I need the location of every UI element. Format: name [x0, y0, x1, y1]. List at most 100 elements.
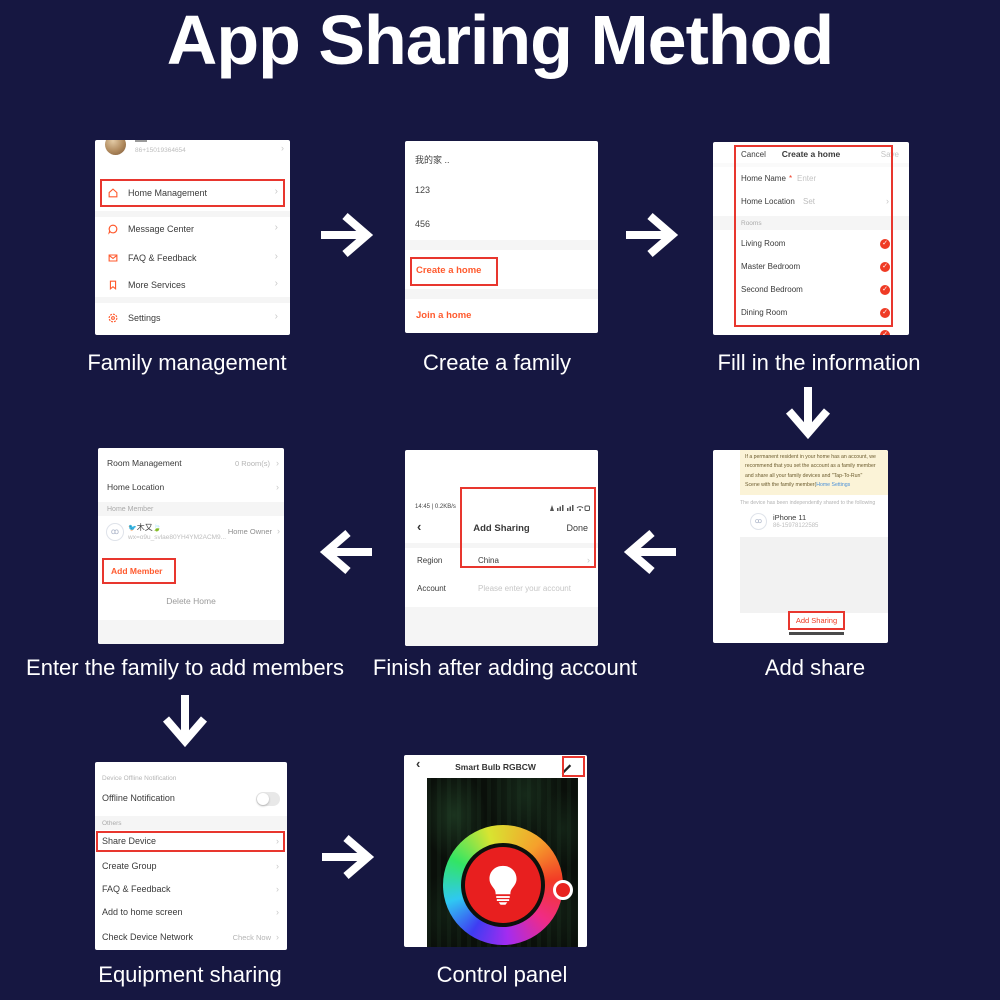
region-value: China [478, 556, 499, 565]
home-name-row[interactable]: Home Name * Enter [713, 174, 909, 188]
home-location-label: Home Location [107, 482, 165, 492]
arrow-right-2 [626, 212, 679, 258]
share-device-label: Share Device [102, 836, 157, 846]
account-row[interactable]: Account Please enter your account [405, 584, 598, 598]
create-group-row[interactable]: Create Group › [95, 861, 287, 875]
check-icon: ✓ [880, 330, 890, 335]
separator [98, 620, 284, 644]
separator [405, 240, 598, 250]
home-location-row[interactable]: Home Location › [98, 482, 284, 496]
room-management-label: Room Management [107, 458, 182, 468]
room-management-row[interactable]: Room Management 0 Room(s) › [98, 458, 284, 472]
check-icon[interactable]: ✓ [880, 308, 890, 318]
home-item-123[interactable]: 123 [415, 185, 431, 195]
create-home-button[interactable]: Create a home [416, 265, 482, 276]
room-row-master[interactable]: Master Bedroom ✓ [713, 262, 909, 274]
bulb-screen [427, 778, 578, 947]
menu-label: More Services [128, 280, 186, 290]
home-member-header: Home Member [98, 502, 284, 516]
edit-pencil-icon[interactable] [560, 761, 573, 774]
region-row[interactable]: Region China › [405, 555, 598, 570]
create-group-label: Create Group [102, 861, 157, 871]
panel-add-members: Room Management 0 Room(s) › Home Locatio… [98, 448, 284, 644]
caption-add-share: Add share [764, 655, 866, 680]
chevron-right-icon: › [276, 482, 279, 492]
chevron-right-icon: › [587, 555, 590, 565]
room-label: Master Bedroom [741, 262, 801, 271]
menu-item-settings[interactable]: Settings › [95, 310, 290, 326]
wheel-handle[interactable] [553, 880, 573, 900]
menu-item-more-services[interactable]: More Services › [95, 277, 290, 293]
home-location-row[interactable]: Home Location Set › [713, 196, 909, 211]
back-icon[interactable]: ‹ [417, 519, 422, 534]
chevron-right-icon: › [276, 907, 279, 917]
required-asterisk: * [789, 174, 793, 183]
shared-device-row[interactable]: ꝏ iPhone 11 86-15978122585 [740, 510, 888, 534]
member-row[interactable]: ꝏ 🐦木又🍃 wx=o9u_svlae80YH4YM2ACM9... Home … [98, 520, 284, 546]
check-icon[interactable]: ✓ [880, 239, 890, 249]
member-avatar: ꝏ [106, 523, 124, 541]
separator [405, 607, 598, 646]
check-network-row[interactable]: Check Device Network Check Now › [95, 932, 287, 946]
add-home-screen-row[interactable]: Add to home screen › [95, 907, 287, 921]
chevron-right-icon: › [274, 278, 278, 289]
delete-home-button[interactable]: Delete Home [166, 596, 216, 606]
member-role: Home Owner [227, 527, 272, 536]
panel-add-share: If a permanent resident in your home has… [713, 450, 888, 643]
page-title: App Sharing Method [166, 1, 834, 79]
add-sharing-button[interactable]: Add Sharing [795, 616, 838, 625]
separator [95, 211, 290, 217]
join-home-button[interactable]: Join a home [416, 310, 472, 321]
chevron-right-icon: › [276, 932, 279, 942]
chevron-right-icon: › [886, 196, 889, 206]
menu-label: Home Management [128, 188, 208, 198]
highlight-share-device [96, 831, 285, 852]
caption-family-management: Family management [87, 350, 287, 375]
cancel-button[interactable]: Cancel [741, 150, 766, 159]
offline-notification-row[interactable]: Offline Notification [95, 790, 287, 806]
device-id: 86-15978122585 [773, 523, 819, 529]
home-location-value: Set [803, 197, 816, 206]
done-button[interactable]: Done [566, 523, 588, 533]
check-icon[interactable]: ✓ [880, 262, 890, 272]
account-input[interactable]: Please enter your account [478, 584, 571, 593]
arrow-right-3 [322, 834, 375, 880]
highlight-add-member [102, 558, 176, 584]
menu-label: Message Center [128, 224, 195, 234]
room-row-dining[interactable]: Dining Room ✓ [713, 308, 909, 320]
home-name-input[interactable]: Enter [797, 174, 817, 183]
back-icon[interactable]: ‹ [416, 756, 421, 771]
member-id: wx=o9u_svlae80YH4YM2ACM9... [128, 534, 227, 541]
faq-row[interactable]: FAQ & Feedback › [95, 884, 287, 898]
add-member-button[interactable]: Add Member [111, 566, 163, 576]
arrow-down-1 [785, 387, 831, 440]
chevron-right-icon: › [276, 458, 279, 468]
panel-control: ‹ Smart Bulb RGBCW [404, 755, 587, 947]
region-label: Region [417, 556, 443, 565]
menu-item-message-center[interactable]: Message Center › [95, 221, 290, 237]
chat-icon [108, 224, 118, 235]
mail-icon [108, 254, 118, 262]
menu-item-faq[interactable]: FAQ & Feedback › [95, 250, 290, 266]
check-icon[interactable]: ✓ [880, 285, 890, 295]
rooms-header-label: Rooms [741, 220, 762, 227]
faq-label: FAQ & Feedback [102, 884, 171, 894]
caption-equipment-sharing: Equipment sharing [98, 962, 282, 987]
menu-item-home-management[interactable]: Home Management › [95, 179, 290, 207]
arrow-left-1 [319, 529, 372, 575]
home-item-456[interactable]: 456 [415, 219, 431, 229]
caption-create-family: Create a family [423, 350, 571, 375]
room-row-second[interactable]: Second Bedroom ✓ [713, 285, 909, 297]
separator [713, 163, 909, 167]
save-button[interactable]: Save [880, 150, 899, 159]
room-label: Second Bedroom [741, 285, 803, 294]
caption-finish-account: Finish after adding account [372, 655, 638, 680]
room-row-living[interactable]: Living Room ✓ [713, 239, 909, 251]
chevron-right-icon: › [274, 222, 278, 233]
device-title: Smart Bulb RGBCW [455, 762, 536, 772]
home-settings-link[interactable]: Home Settings [816, 482, 851, 489]
toggle-switch[interactable] [256, 792, 280, 806]
share-device-row[interactable]: Share Device › [95, 836, 287, 850]
bulb-icon [489, 865, 517, 905]
